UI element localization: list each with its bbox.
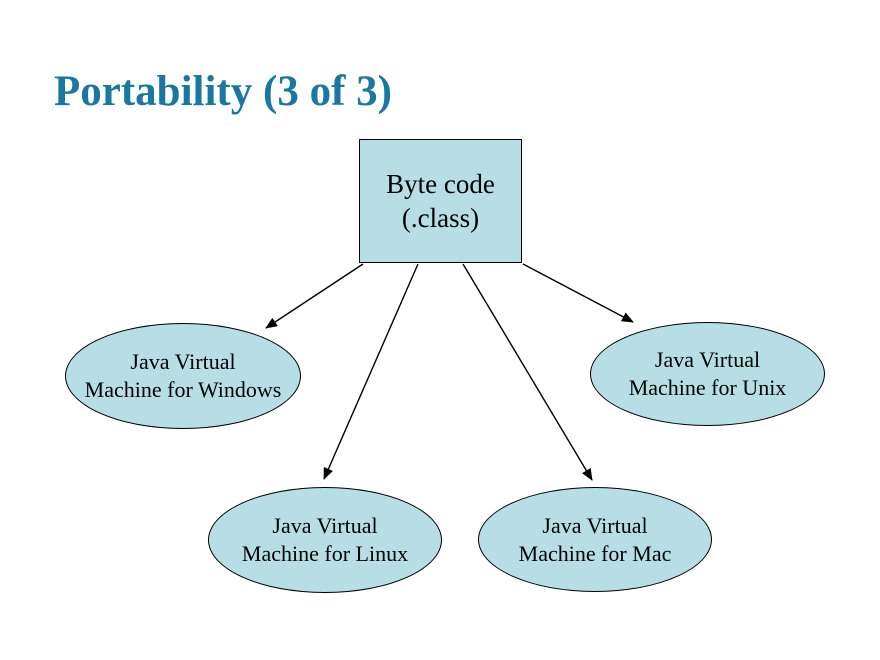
jvm-unix-label-line2: Machine for Unix [628, 375, 787, 400]
slide-title: Portability (3 of 3) [54, 68, 392, 115]
byte-code-box: Byte code (.class) [359, 139, 522, 263]
arrow-byte-code-to-jvm-mac [462, 263, 593, 481]
arrow-byte-code-to-jvm-windows [265, 263, 364, 329]
jvm-mac-ellipse: Java Virtual Machine for Mac [478, 487, 712, 592]
arrow-byte-code-to-jvm-linux [323, 263, 419, 480]
jvm-mac-label-line2: Machine for Mac [518, 540, 672, 566]
jvm-unix-label-line1: Java Virtual [654, 347, 761, 372]
jvm-unix-ellipse: Java Virtual Machine for Unix [590, 322, 825, 426]
jvm-linux-label-line2: Machine for Linux [241, 541, 409, 566]
jvm-mac-label-line1: Java Virtual [542, 512, 648, 538]
byte-code-label-line1: Byte code [386, 169, 495, 199]
byte-code-label-line2: (.class) [401, 203, 480, 233]
jvm-windows-ellipse: Java Virtual Machine for Windows [65, 323, 301, 429]
arrow-byte-code-to-jvm-unix [522, 263, 634, 323]
jvm-windows-label-line2: Machine for Windows [84, 377, 282, 402]
jvm-linux-label-line1: Java Virtual [272, 513, 378, 538]
jvm-windows-label-line1: Java Virtual [130, 349, 236, 374]
jvm-linux-ellipse: Java Virtual Machine for Linux [208, 487, 442, 593]
